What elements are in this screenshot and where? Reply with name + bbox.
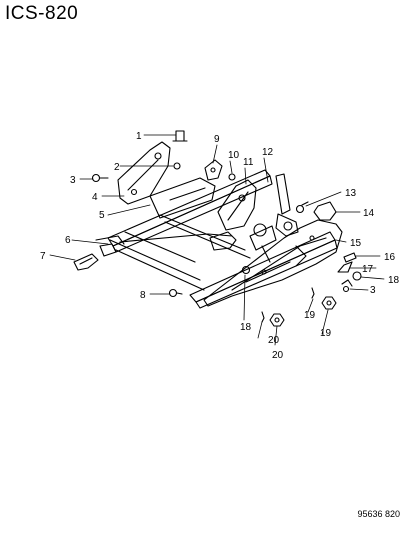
callout-14: 14: [363, 208, 375, 219]
callout-8: 8: [140, 290, 146, 301]
bolt-2: [173, 162, 181, 170]
inner-track-rail: [99, 169, 273, 257]
cap-16: [343, 252, 357, 263]
callout-20: 20: [268, 335, 280, 346]
callout-18: 18: [388, 275, 400, 286]
bolt-10: [228, 173, 236, 181]
bolt-13: [295, 201, 309, 214]
bolt-1: [172, 130, 188, 142]
callout-1: 1: [136, 131, 142, 142]
outer-shield: [203, 219, 343, 307]
adjuster-handle: [95, 231, 237, 251]
callout-9: 9: [214, 134, 220, 145]
callout-7: 7: [40, 251, 46, 262]
callout-17: 17: [362, 264, 374, 275]
callout-3: 3: [70, 175, 76, 186]
callout-16: 16: [384, 252, 396, 263]
bolt-8: [168, 288, 183, 298]
slider-foot-7: [73, 253, 99, 271]
washer-19-right: [321, 296, 337, 310]
callout-2: 2: [114, 162, 120, 173]
callout-18: 18: [240, 322, 252, 333]
callout-20: 20: [272, 350, 284, 361]
callout-11: 11: [243, 157, 254, 168]
spring-17: [337, 261, 353, 273]
pin-20-left: [261, 311, 265, 323]
rear-lift-bracket: [217, 179, 257, 231]
callout-5: 5: [99, 210, 105, 221]
callout-3: 3: [370, 285, 376, 296]
callout-6: 6: [65, 235, 71, 246]
diagram-title: ICS-820: [5, 3, 79, 24]
recliner-mechanism: [249, 223, 277, 263]
nut-18: [352, 271, 362, 281]
washer-19-left: [269, 313, 285, 327]
pin-20-right: [311, 287, 315, 299]
callout-19: 19: [320, 328, 332, 339]
bolt-3-lower: [341, 279, 353, 293]
callout-19: 19: [304, 310, 316, 321]
recliner-lever: [275, 173, 299, 237]
knob-cap: [313, 201, 337, 221]
leader-lines: [49, 134, 385, 346]
nut-18-center: [241, 265, 251, 275]
bolt-3-upper: [91, 173, 109, 183]
front-riser-plate: [149, 177, 216, 219]
bracket-9: [204, 159, 223, 181]
callout-15: 15: [350, 238, 362, 249]
illustration-code: 95636 820: [357, 509, 400, 519]
cross-bars: [109, 214, 251, 291]
callout-10: 10: [228, 150, 240, 161]
callout-4: 4: [92, 192, 98, 203]
callout-13: 13: [345, 188, 357, 199]
front-lift-bracket: [117, 141, 171, 205]
callout-12: 12: [262, 147, 274, 158]
